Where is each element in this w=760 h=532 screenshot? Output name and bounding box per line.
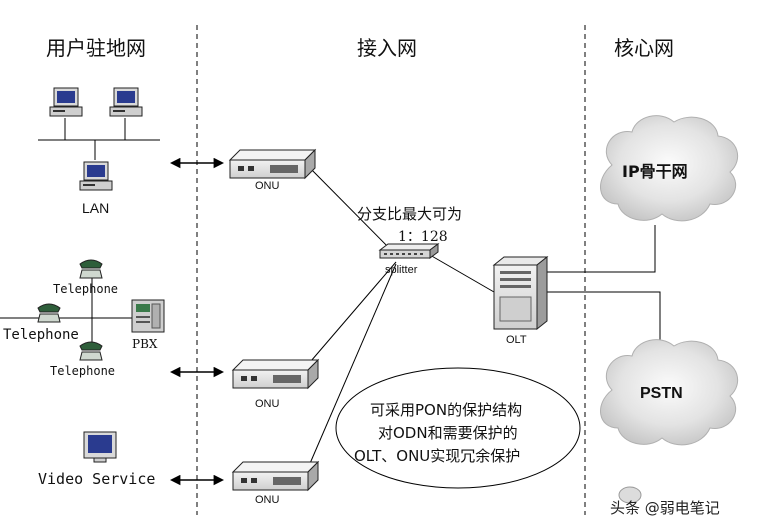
pc-icon bbox=[109, 87, 143, 117]
splitter-label: splitter bbox=[385, 264, 418, 276]
monitor-icon bbox=[83, 431, 117, 463]
section-customer-premises: 用户驻地网 bbox=[46, 36, 146, 60]
fiber-links bbox=[304, 162, 495, 476]
pbx-label: PBX bbox=[132, 337, 158, 351]
pbx-icon bbox=[131, 299, 165, 333]
chat-bubble-icon bbox=[618, 486, 642, 504]
protection-note-ellipse bbox=[335, 367, 581, 489]
telephone-icon bbox=[37, 303, 61, 323]
protection-note-line1: 可采用PON的保护结构 bbox=[370, 401, 523, 419]
section-access-network: 接入网 bbox=[357, 36, 417, 60]
lan-network bbox=[38, 118, 160, 160]
ip-backbone-cloud bbox=[600, 115, 739, 222]
onu-label-1: ONU bbox=[255, 180, 280, 192]
telephone-label-1: Telephone bbox=[53, 282, 119, 296]
telephone-icon bbox=[79, 341, 103, 361]
ip-backbone-label: IP骨干网 bbox=[622, 162, 688, 181]
splitter-device bbox=[378, 243, 440, 259]
phone-network bbox=[0, 278, 135, 345]
onu-device bbox=[228, 148, 317, 180]
olt-label: OLT bbox=[506, 334, 527, 346]
onu-label-2: ONU bbox=[255, 398, 280, 410]
watermark: 头条 @弱电笔记 bbox=[610, 499, 720, 517]
pstn-label: PSTN bbox=[640, 385, 683, 402]
split-ratio-note: 分支比最大可为 bbox=[357, 205, 463, 223]
onu-device bbox=[231, 460, 320, 492]
section-core-network: 核心网 bbox=[614, 36, 674, 60]
onu-device bbox=[231, 358, 320, 390]
lan-label: LAN bbox=[82, 200, 110, 216]
olt-device bbox=[492, 255, 549, 331]
telephone-label-2: Telephone bbox=[3, 327, 79, 343]
video-service-label: Video Service bbox=[38, 470, 156, 488]
telephone-icon bbox=[79, 259, 103, 279]
onu-label-3: ONU bbox=[255, 494, 280, 506]
olt-uplinks bbox=[547, 225, 661, 348]
pstn-cloud bbox=[600, 339, 739, 446]
protection-note-line3: OLT、ONU实现冗余保护 bbox=[354, 447, 521, 465]
pc-icon bbox=[79, 161, 113, 191]
telephone-label-3: Telephone bbox=[50, 364, 116, 378]
protection-note-line2: 对ODN和需要保护的 bbox=[378, 424, 518, 442]
split-ratio-value: 1：128 bbox=[398, 229, 448, 245]
pc-icon bbox=[49, 87, 83, 117]
